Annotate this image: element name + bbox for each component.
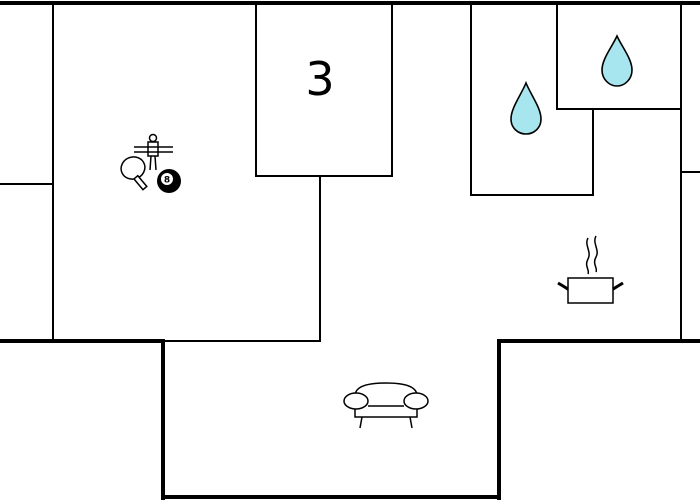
bedroom-walls — [255, 2, 393, 177]
table-football-icon — [134, 133, 173, 171]
billiard-ball-number: 8 — [164, 176, 170, 186]
sofa-icon — [343, 382, 429, 429]
cooking-pot-icon — [557, 235, 624, 304]
game-room-icons: 8 — [120, 133, 181, 193]
bathroom-2-walls — [556, 2, 682, 110]
water-drop-icon — [601, 34, 633, 87]
billiard-ball-icon: 8 — [157, 169, 181, 193]
inner-walls — [0, 2, 700, 342]
bathroom-1-walls — [470, 2, 594, 196]
water-drop-icon — [510, 80, 542, 135]
table-tennis-icon — [120, 156, 148, 191]
bedroom-number-label: 3 — [305, 52, 334, 106]
